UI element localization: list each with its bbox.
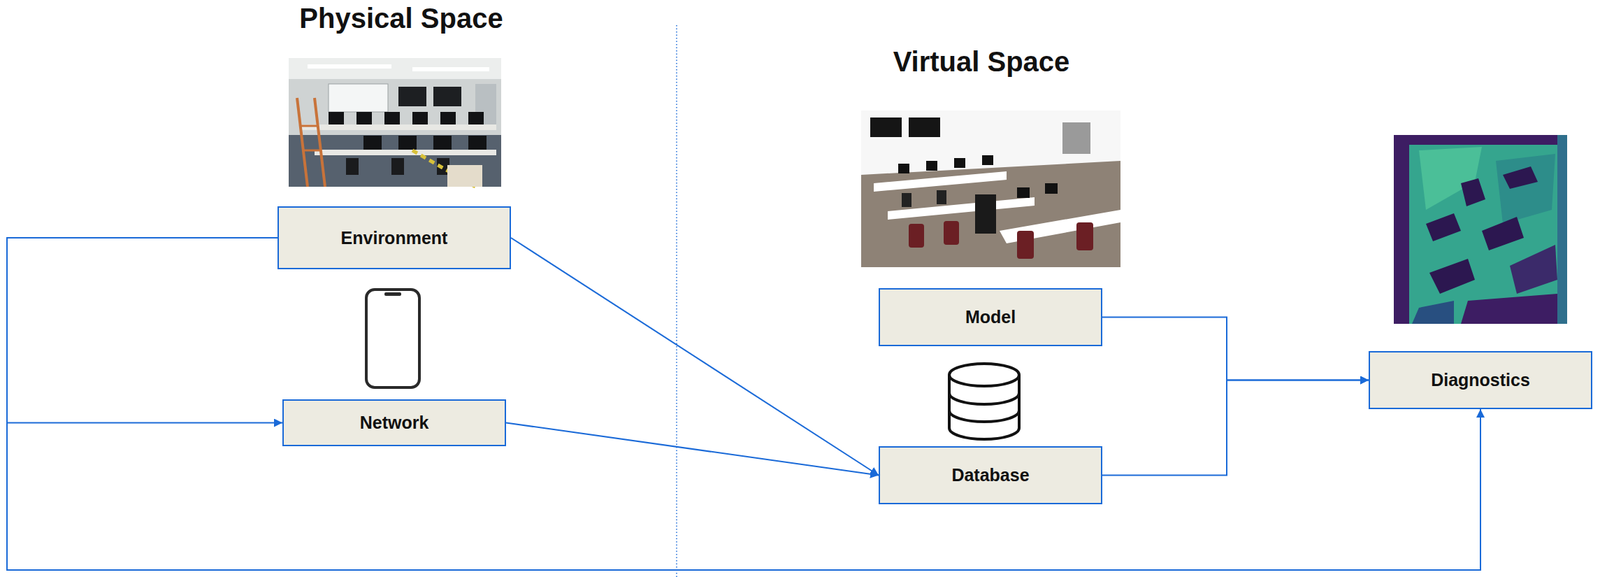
section-heading: Virtual Space (893, 46, 1071, 78)
lab-photo-part (468, 111, 484, 125)
virtual-room-render-part (1062, 122, 1091, 154)
lab-photo-part (447, 164, 483, 187)
heatmap-image-part (1393, 134, 1568, 324)
virtual-room-render-part (1076, 222, 1094, 251)
process-box: Model (878, 287, 1103, 347)
lab-photo-part (363, 135, 382, 150)
virtual-room-render-part (926, 160, 938, 171)
lab-photo-part (288, 78, 502, 135)
database-icon (949, 363, 1020, 439)
phone-icon-part (366, 289, 420, 388)
lab-photo-part (288, 58, 502, 79)
heatmap-image-part (1502, 166, 1538, 189)
lab-photo-part (398, 135, 417, 150)
lab-photo-part (433, 86, 462, 107)
virtual-room-render-part (943, 220, 960, 245)
lab-photo-part (307, 64, 392, 69)
database-icon-part (949, 410, 1020, 422)
virtual-room-render-part (954, 157, 966, 168)
box-label: Network (359, 412, 430, 433)
lab-photo-part (412, 111, 428, 125)
process-box: Diagnostics (1368, 350, 1593, 409)
heatmap-image-part (1481, 216, 1524, 251)
phone-icon-part (384, 292, 402, 296)
section-heading: Physical Space (299, 2, 503, 35)
phone-icon (366, 289, 420, 388)
lab-photo-part (398, 86, 427, 107)
heatmap-image-part (1460, 178, 1486, 207)
heatmap-image-part (1509, 244, 1558, 294)
lab-photo-part (384, 111, 400, 125)
lab-photo-part (300, 124, 497, 131)
space-divider (676, 25, 678, 577)
lab-photo-part (391, 157, 405, 175)
virtual-room-render-part (870, 117, 902, 138)
lab-photo-part (301, 149, 321, 152)
heatmap-image-part (1425, 213, 1461, 242)
virtual-room-render-part (1017, 187, 1030, 198)
box-label: Environment (341, 227, 449, 249)
virtual-room-render-part (1017, 230, 1034, 259)
lab-photo-part (297, 97, 308, 187)
lab-photo-part (346, 157, 359, 175)
lab-photo-part (433, 135, 452, 150)
lab-photo-part (299, 125, 319, 128)
heatmap-image-part (1495, 153, 1556, 224)
heatmap-image-part (1429, 258, 1475, 294)
virtual-room-render-part (898, 163, 910, 174)
box-label: Model (965, 306, 1016, 328)
lab-photo-part (468, 135, 487, 150)
flow-arrow (1102, 380, 1369, 476)
lab-photo-part (314, 97, 326, 187)
flow-arrow (506, 422, 879, 476)
flow-arrow (510, 237, 879, 476)
space-divider-part (675, 25, 678, 577)
virtual-room-render-part (975, 194, 997, 234)
virtual-room-render-part (982, 155, 994, 165)
process-box: Network (282, 399, 507, 446)
process-box: Database (878, 445, 1103, 504)
box-label: Diagnostics (1430, 369, 1531, 391)
lab-photo-part (412, 67, 490, 72)
virtual-room-render-part (936, 190, 947, 205)
virtual-room-render-part (873, 171, 1007, 192)
virtual-room-render-part (901, 192, 912, 207)
flow-arrow (1102, 317, 1369, 381)
lab-photo-part (440, 111, 456, 125)
heatmap-image-part (1411, 300, 1454, 324)
process-box: Environment (277, 206, 511, 270)
virtual-room-render-part (1044, 183, 1058, 194)
database-icon-part (949, 392, 1020, 405)
box-label: Database (951, 464, 1029, 486)
heatmap-image-part (1460, 293, 1558, 324)
heatmap-image-part (1557, 134, 1568, 324)
database-icon-part (949, 363, 1020, 386)
virtual-room-render-part (908, 223, 925, 248)
heatmap-image-part (1393, 134, 1568, 145)
lab-photo (288, 58, 502, 187)
virtual-room-render-part (861, 110, 1121, 268)
lab-photo-part (288, 58, 502, 187)
virtual-room-render (861, 110, 1121, 268)
flow-arrow (6, 237, 283, 423)
lab-photo-part (356, 111, 372, 125)
virtual-room-render-part (908, 117, 941, 138)
heatmap-image (1393, 134, 1568, 324)
lab-photo-part (328, 111, 344, 125)
heatmap-image-part (1393, 134, 1410, 324)
flow-arrow (6, 237, 1481, 570)
lab-photo-part (328, 83, 388, 112)
lab-photo-part (314, 149, 497, 156)
virtual-room-render-part (861, 160, 1121, 268)
